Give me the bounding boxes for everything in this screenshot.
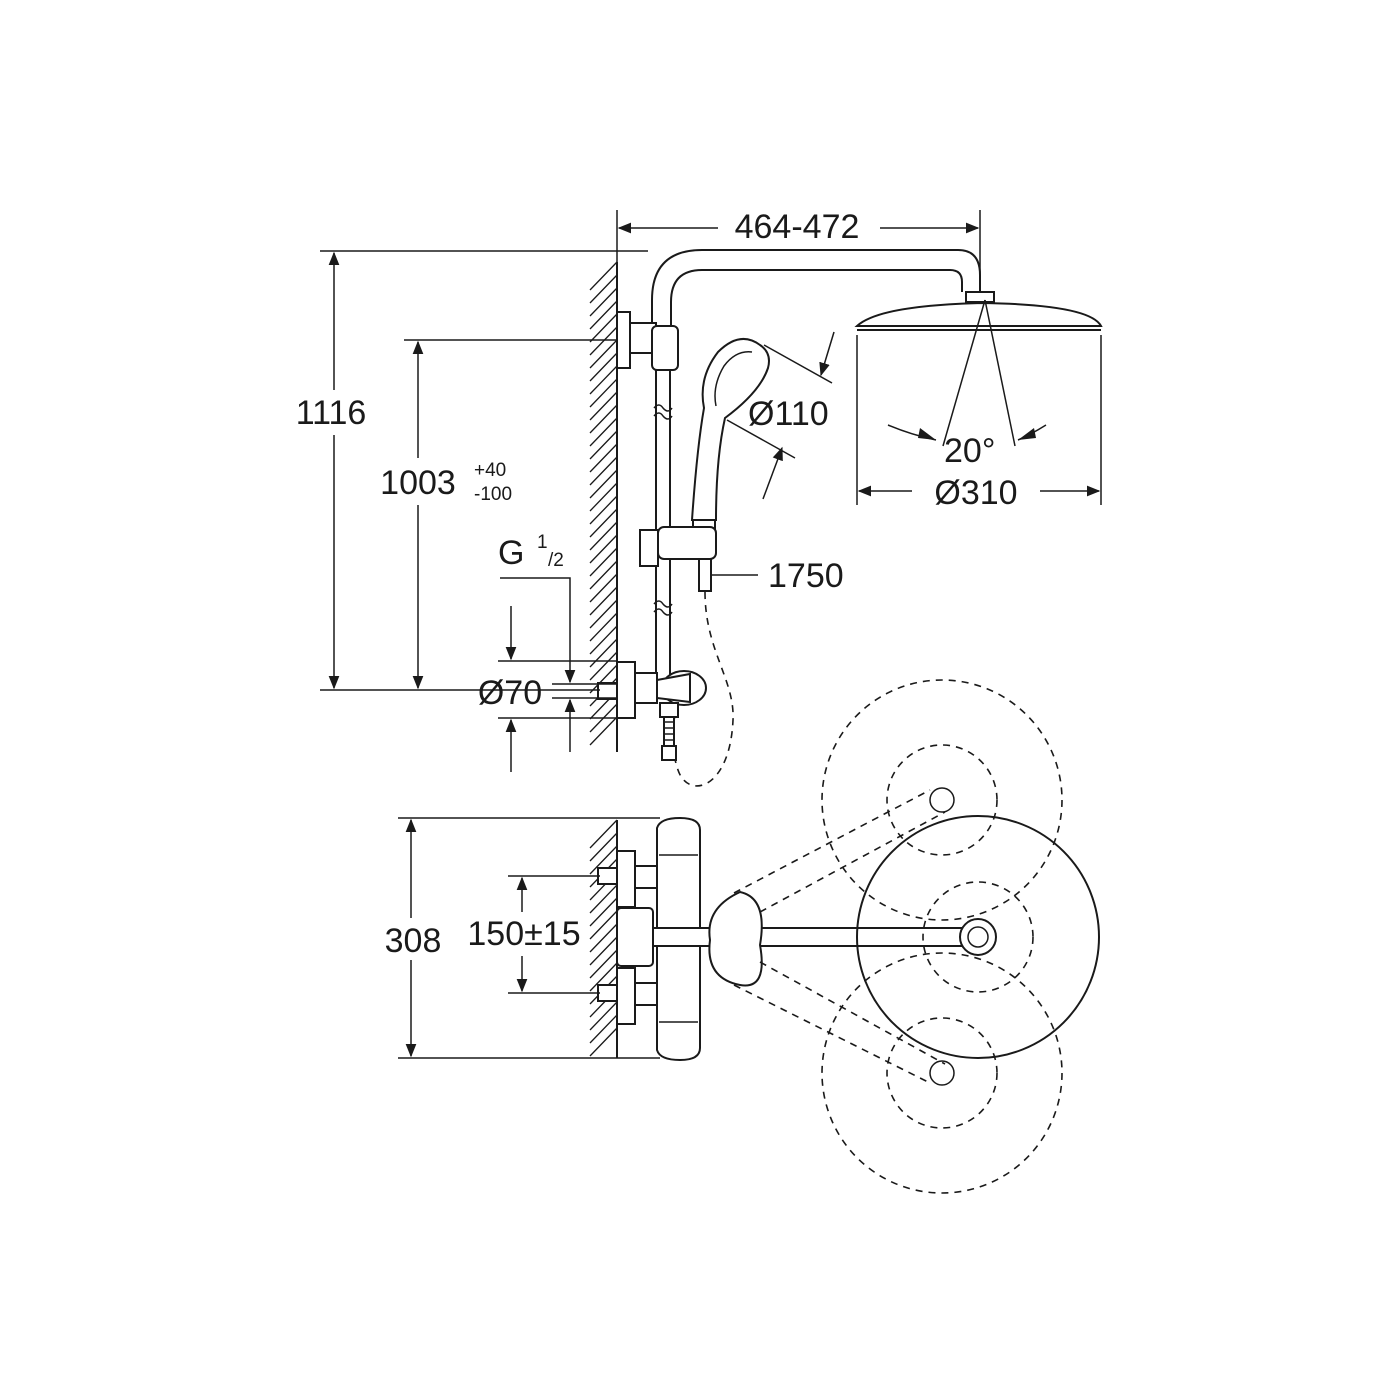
dim-total-height: 1116: [296, 250, 648, 691]
label-mount-tol-minus: -100: [474, 484, 512, 505]
hatch-line: [589, 261, 618, 291]
hatch-line: [589, 339, 618, 369]
hatch-line: [589, 923, 618, 953]
hatch-line: [589, 573, 618, 603]
hatch-line: [589, 404, 618, 434]
hatch-line: [589, 495, 618, 525]
hatch-line: [589, 469, 618, 499]
dim-thread: G 1 /2: [498, 532, 576, 684]
hatch-line: [589, 845, 618, 875]
hatch-line: [589, 365, 618, 395]
label-inlet-spacing: 150±15: [467, 915, 580, 953]
hatch-line: [589, 625, 618, 655]
head-shower: [854, 291, 1103, 505]
label-head-angle: 20°: [944, 432, 995, 470]
hand-shower: [639, 331, 835, 787]
hatch-line: [589, 962, 618, 992]
label-width-top: 464-472: [735, 208, 860, 246]
shower-arm-top: [652, 890, 997, 987]
hatch-line: [589, 508, 618, 538]
hatch-line: [589, 274, 618, 304]
hatch-line: [589, 326, 618, 356]
hatch-line: [589, 417, 618, 447]
hatch-line: [589, 443, 618, 473]
hatch-line: [589, 910, 618, 940]
hatch-line: [589, 456, 618, 486]
hatch-line: [589, 819, 618, 849]
wall-hatch: [589, 261, 618, 752]
label-thread-den: /2: [548, 550, 564, 571]
dim-head-diameter: Ø310: [857, 474, 1101, 512]
wall-connection: [597, 661, 707, 761]
hatch-line: [589, 716, 618, 746]
hatch-line: [589, 521, 618, 551]
hatch-line: [589, 1027, 618, 1057]
hatch-line: [589, 936, 618, 966]
hatch-line: [589, 287, 618, 317]
hatch-line: [589, 391, 618, 421]
label-hose-length: 1750: [768, 557, 844, 595]
hatch-line: [589, 1014, 618, 1044]
hatch-line: [589, 300, 618, 330]
label-head-diameter: Ø310: [934, 474, 1017, 512]
wall-bracket: [616, 311, 679, 371]
rotation-circles: [733, 679, 1100, 1194]
hatch-line: [589, 832, 618, 862]
label-escutcheon-diameter: Ø70: [478, 674, 542, 712]
hatch-line: [589, 547, 618, 577]
hatch-line: [589, 638, 618, 668]
hatch-line: [589, 664, 618, 694]
hatch-line: [589, 313, 618, 343]
label-top-depth: 308: [385, 922, 442, 960]
dim-hose: 1750: [711, 557, 844, 595]
hatch-line: [589, 949, 618, 979]
hatch-line: [589, 897, 618, 927]
side-view: 464-472 1116 1003 +40 -100 G 1 /2: [296, 208, 1103, 787]
hatch-line: [589, 430, 618, 460]
label-handshower-diameter: Ø110: [748, 395, 829, 433]
hatch-line: [589, 651, 618, 681]
label-thread-g: G: [498, 534, 524, 572]
hatch-line: [589, 884, 618, 914]
dim-escutcheon: Ø70: [478, 606, 617, 772]
dim-mount-height: 1003 +40 -100: [380, 339, 617, 690]
dim-width-top: 464-472: [616, 208, 981, 292]
hatch-line: [589, 534, 618, 564]
hatch-line: [589, 1001, 618, 1031]
hatch-line: [589, 612, 618, 642]
hatch-line: [589, 599, 618, 629]
hatch-line: [589, 560, 618, 590]
label-thread-num: 1: [537, 532, 548, 553]
hatch-line: [589, 586, 618, 616]
hatch-line: [589, 482, 618, 512]
top-view: 308 150±15: [385, 679, 1100, 1194]
dim-inlet-spacing: 150±15: [467, 875, 600, 994]
hatch-line: [589, 352, 618, 382]
dim-top-depth: 308: [385, 817, 660, 1059]
hatch-line: [589, 378, 618, 408]
label-total-height: 1116: [296, 394, 367, 432]
shower-rail: [651, 249, 981, 676]
label-mount-height: 1003: [380, 464, 456, 502]
label-mount-tol-plus: +40: [474, 460, 506, 481]
